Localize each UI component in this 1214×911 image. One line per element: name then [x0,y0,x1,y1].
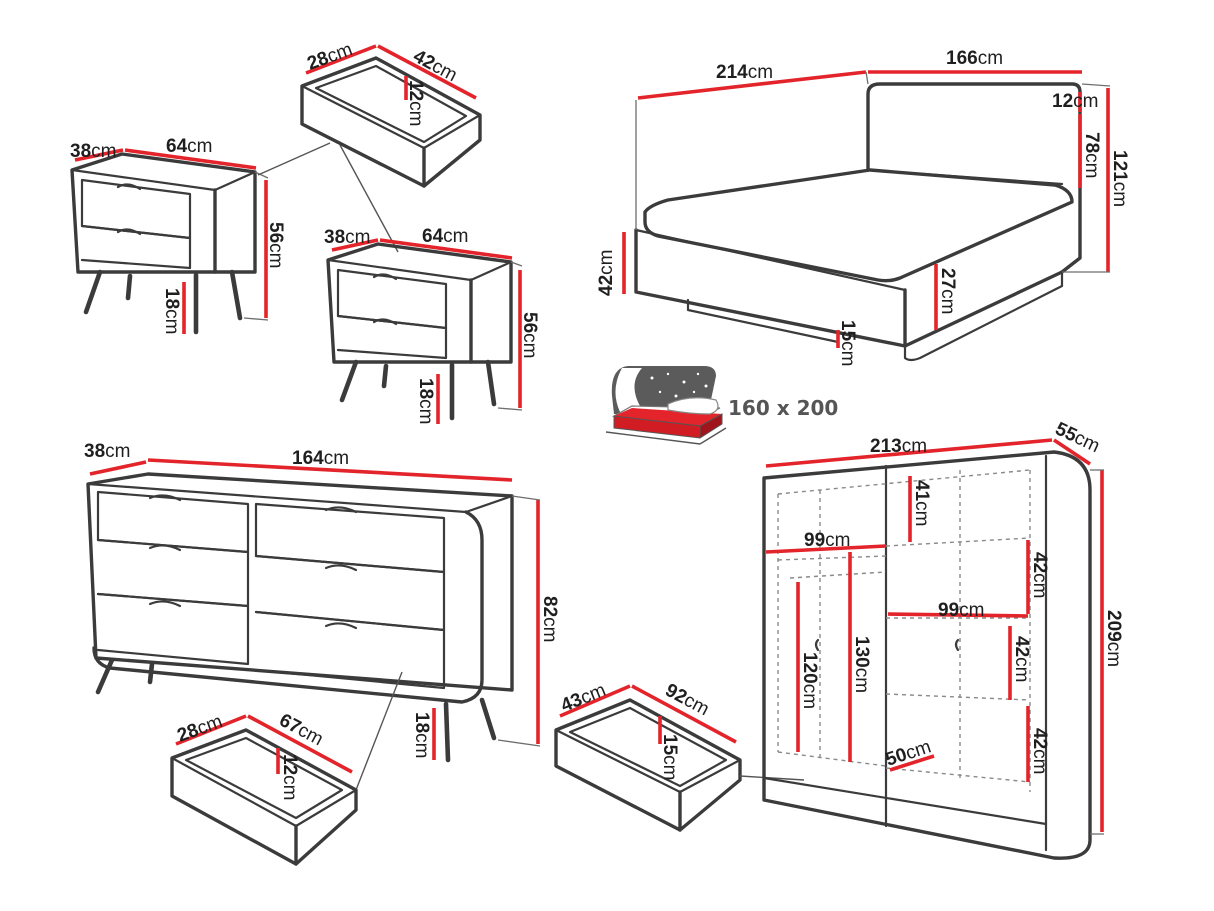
wr-shelf-c-label: 42cm [1029,728,1050,774]
bd-height-label: 15cm [659,734,680,780]
wr-shelf-b-label: 42cm [1011,636,1032,682]
bed-width-label: 166cm [946,48,1003,69]
ch-legs-label: 18cm [411,712,432,758]
mattress-icon [605,366,727,445]
connector-line [339,144,399,253]
n1-legs-label: 18cm [161,288,182,334]
mattress-size-label: 160 x 200 [728,396,838,420]
nightstand-drawer [300,44,482,188]
n2-depth-label: 38cm [324,227,370,248]
n1-height-label: 56cm [265,222,286,268]
nightstand-left [70,148,269,335]
bed [622,70,1111,362]
chest-drawer [170,714,358,866]
n2-width-label: 64cm [422,226,468,247]
n2-legs-label: 18cm [415,378,436,424]
wr-height-label: 209cm [1103,610,1124,667]
ch-width-label: 164cm [292,448,349,469]
wr-shelf-width-label: 99cm [938,600,984,621]
connector-line [257,142,331,176]
wr-hang-b-label: 130cm [851,636,872,693]
bed-length-label: 214cm [716,62,773,83]
bed-frame-height-label: 27cm [937,268,958,314]
wr-rail-width-label: 99cm [804,530,850,551]
n1-depth-label: 38cm [70,141,116,162]
ch-height-label: 82cm [539,596,560,642]
nightstand-right [326,238,523,424]
n1d-height-label: 12cm [405,80,426,126]
chd-height-label: 12cm [279,754,300,800]
chest-of-drawers [86,458,541,791]
wr-top-shelf-label: 41cm [911,480,932,526]
wardrobe [762,438,1104,860]
wr-width-label: 213cm [870,436,927,457]
n1-width-label: 64cm [166,136,212,157]
bed-head-thickness-label: 12cm [1052,91,1098,112]
bed-side-height-label: 42cm [596,250,617,296]
bed-clearance-label: 15cm [837,320,858,366]
wr-hang-a-label: 120cm [799,652,820,709]
bed-total-height-label: 121cm [1109,150,1130,207]
bed-headboard-height-label: 78cm [1081,132,1102,178]
ch-depth-label: 38cm [84,441,130,462]
bed-storage-drawer [554,684,805,832]
n2-height-label: 56cm [519,312,540,358]
wr-shelf-a-label: 42cm [1029,552,1050,598]
